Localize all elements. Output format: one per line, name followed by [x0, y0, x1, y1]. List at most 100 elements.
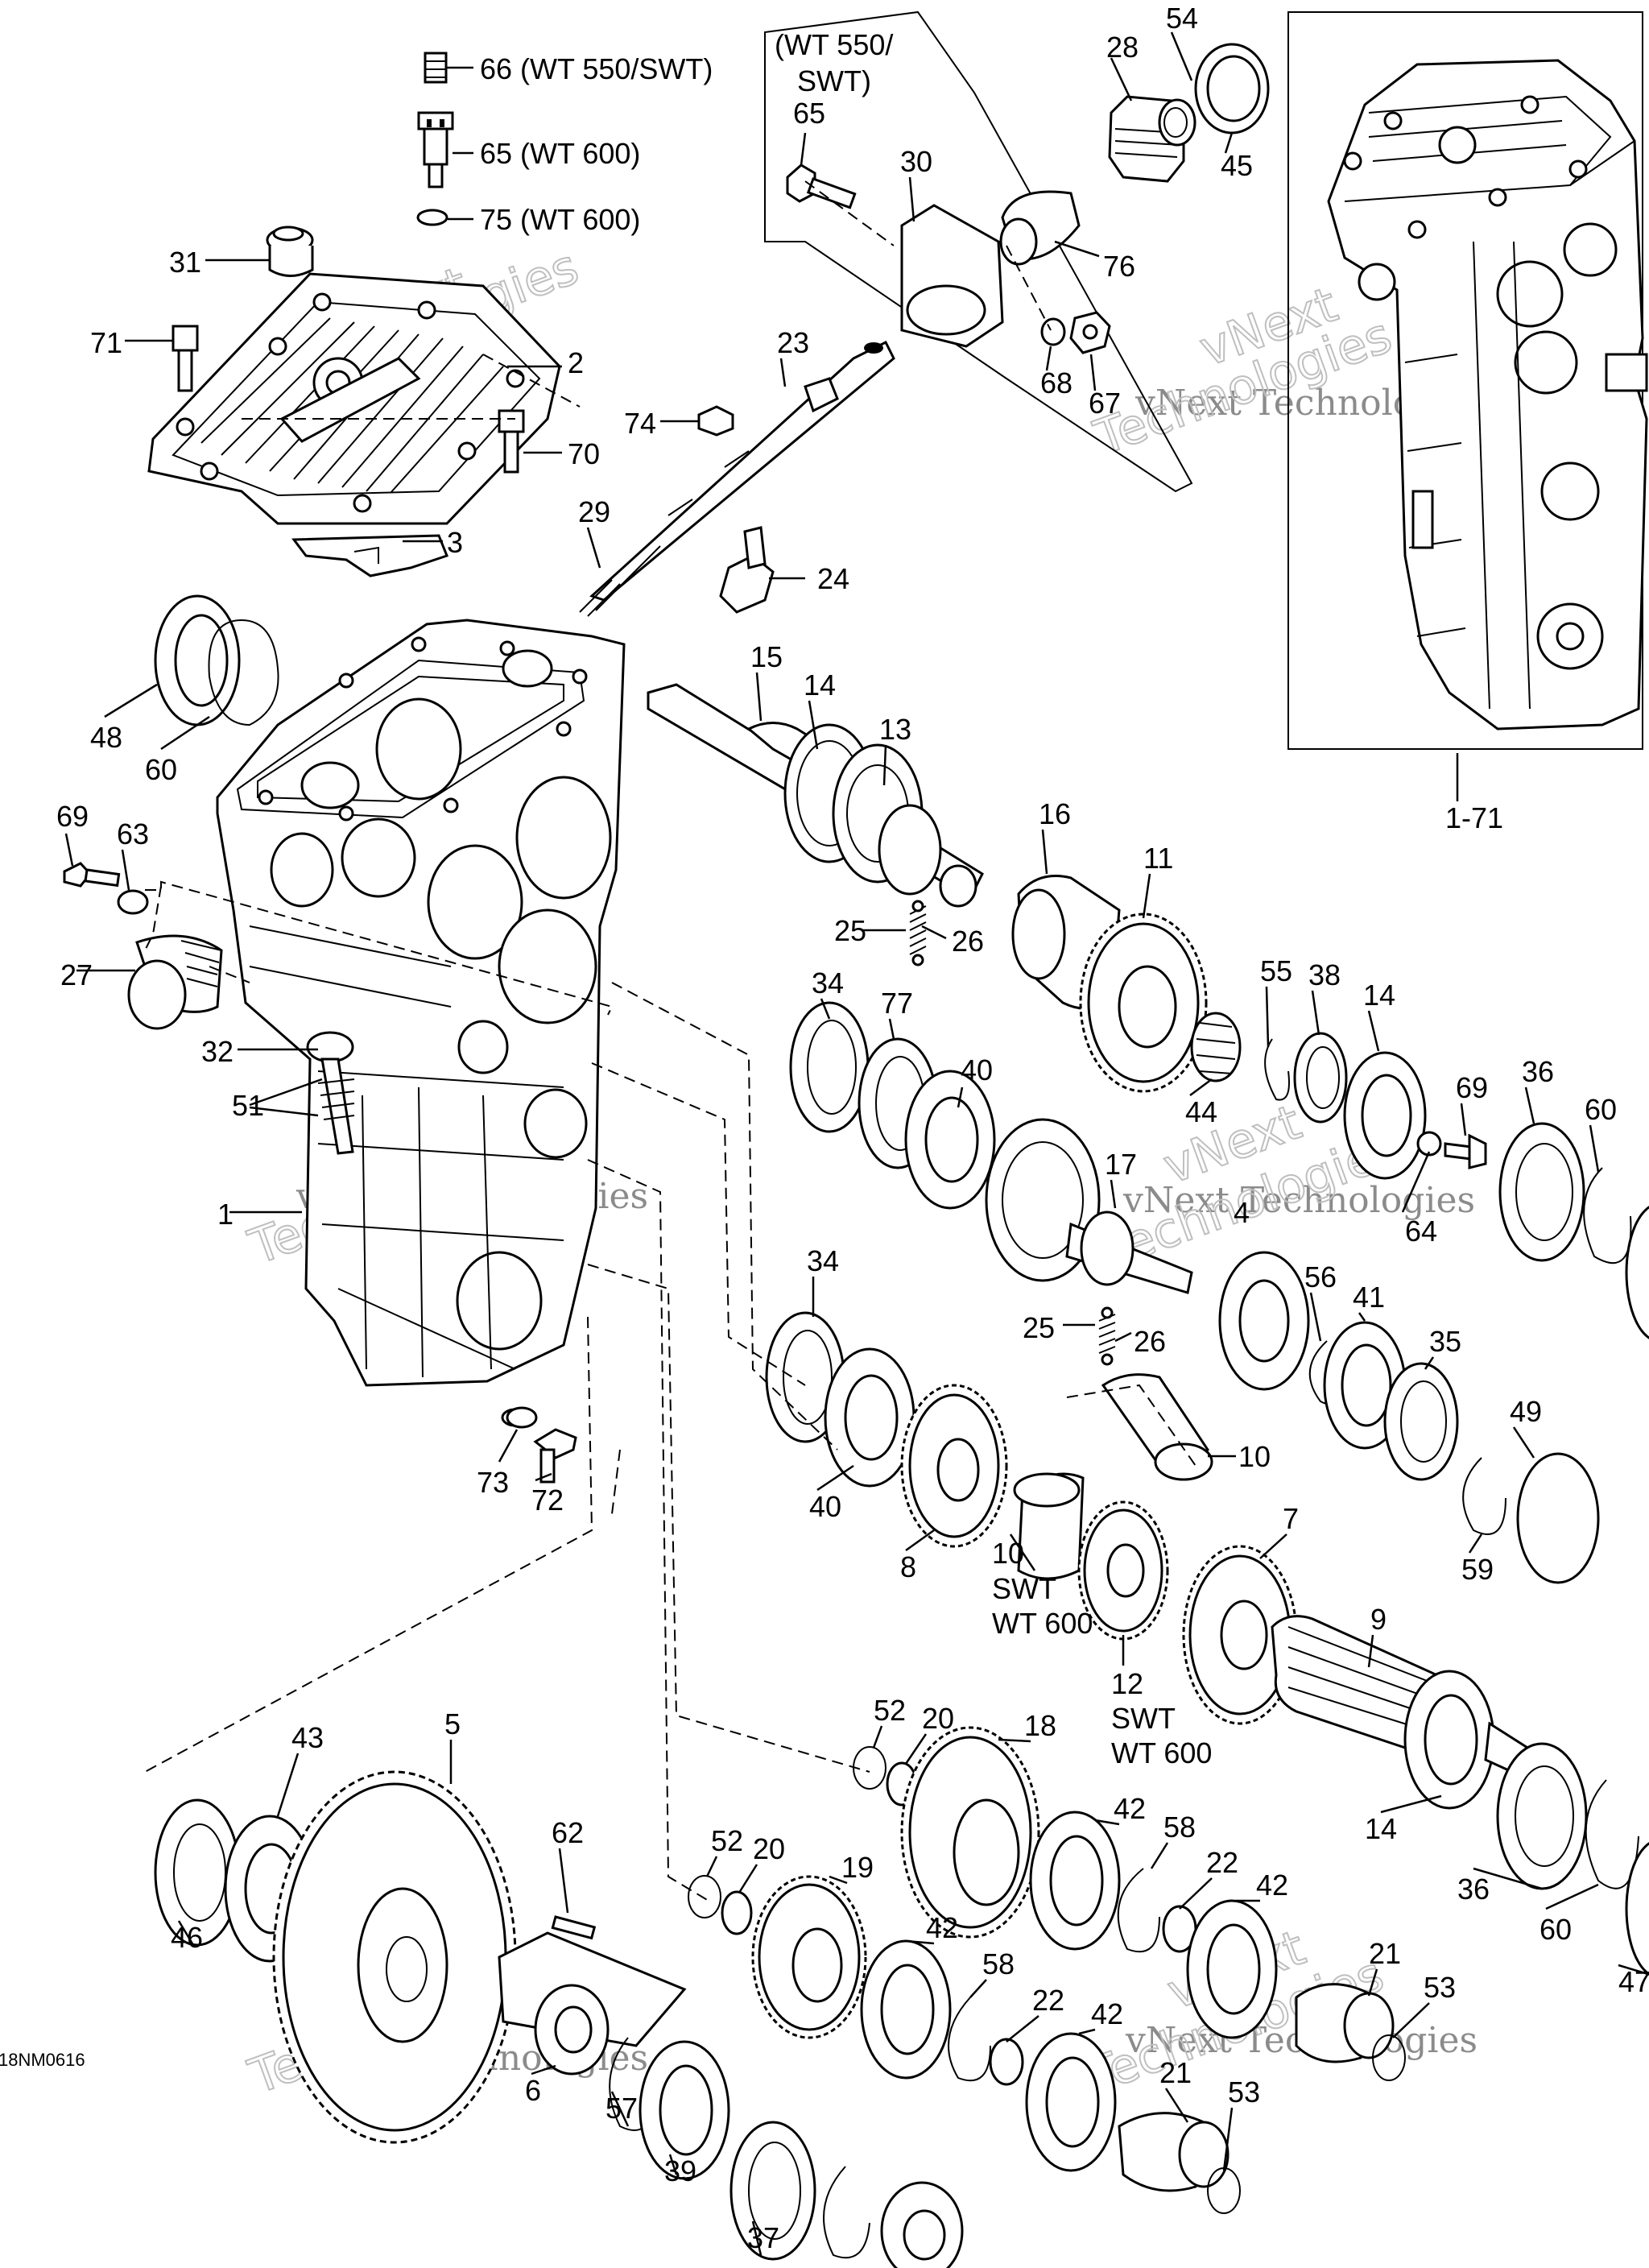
- callout-label-layer: 66 (WT 550/SWT)65 (WT 600)75 (WT 600)317…: [56, 2, 1649, 2254]
- callout-c35: 35: [1429, 1325, 1461, 1358]
- callout-c40b: 40: [809, 1490, 841, 1523]
- callout-c42c: 42: [926, 1911, 958, 1944]
- callout-c53b: 53: [1228, 2076, 1260, 2109]
- callout-c21b: 21: [1159, 2056, 1192, 2089]
- callout-c3: 3: [447, 526, 463, 559]
- shift-shaft-group: [579, 340, 895, 617]
- callout-c31: 31: [169, 246, 201, 279]
- callout-c28: 28: [1106, 31, 1139, 64]
- callout-c37: 37: [747, 2221, 779, 2254]
- callout-c8: 8: [900, 1550, 916, 1583]
- callout-c18: 18: [1024, 1709, 1056, 1742]
- callout-c74: 74: [624, 407, 656, 440]
- callout-c58a: 58: [1163, 1811, 1196, 1844]
- callout-c38: 38: [1308, 958, 1341, 991]
- callout-c1: 1: [217, 1198, 234, 1231]
- callout-c70: 70: [568, 437, 600, 470]
- callout-cwt550b: SWT): [797, 64, 871, 97]
- callout-c40a: 40: [961, 1053, 993, 1086]
- callout-c20a: 20: [922, 1702, 954, 1735]
- callout-c65b: 65: [793, 97, 825, 130]
- callout-c30: 30: [900, 145, 932, 178]
- callout-c10b: 10: [992, 1537, 1024, 1570]
- callout-c15: 15: [750, 640, 783, 673]
- top-right-fittings: [1108, 43, 1270, 183]
- callout-c59: 59: [1461, 1553, 1494, 1586]
- callout-c73: 73: [477, 1466, 509, 1499]
- callout-c10wt: WT 600: [992, 1607, 1093, 1640]
- callout-c47: 47: [1618, 1965, 1649, 1998]
- callout-c62: 62: [552, 1816, 584, 1849]
- callout-c26a: 26: [952, 925, 984, 958]
- assembly-centerlines: [144, 180, 1196, 1902]
- callout-c14a: 14: [804, 668, 836, 702]
- callout-c42d: 42: [1091, 1997, 1123, 2030]
- counter-shaft-group: [789, 1001, 1600, 1584]
- callout-c36b: 36: [1457, 1873, 1490, 1906]
- callout-c19: 19: [841, 1851, 874, 1884]
- output-shaft-group: [765, 1311, 1649, 1976]
- callout-c77: 77: [881, 987, 913, 1020]
- callout-c63: 63: [117, 817, 149, 850]
- callout-c66: 66 (WT 550/SWT): [480, 52, 713, 85]
- assembly-inset: [1287, 11, 1648, 750]
- callout-c49: 49: [1510, 1395, 1542, 1428]
- callout-c42a: 42: [1114, 1792, 1146, 1825]
- callout-c14c: 14: [1365, 1812, 1397, 1845]
- callout-c34b: 34: [807, 1244, 839, 1277]
- lower-gear-group: [688, 1726, 1406, 2214]
- callout-c41: 41: [1353, 1281, 1385, 1314]
- callout-c10swt: SWT: [992, 1572, 1056, 1605]
- callout-c43: 43: [291, 1721, 324, 1754]
- callout-c6: 6: [525, 2074, 541, 2107]
- top-cover-group: [147, 52, 561, 577]
- callout-c39: 39: [664, 2154, 696, 2187]
- callout-c29: 29: [578, 495, 610, 528]
- callout-c12swt: SWT: [1111, 1702, 1176, 1735]
- callout-c23: 23: [777, 326, 809, 359]
- callout-c24: 24: [817, 562, 849, 595]
- callout-c16: 16: [1039, 797, 1071, 830]
- callout-c54: 54: [1166, 2, 1198, 35]
- callout-c11: 11: [1143, 842, 1173, 875]
- callout-c60a: 60: [145, 753, 177, 786]
- callout-c60c: 60: [1539, 1913, 1572, 1946]
- diagram-code: 18NM0616: [0, 2050, 85, 2070]
- callout-c52b: 52: [711, 1824, 743, 1857]
- callout-c36a: 36: [1522, 1055, 1554, 1088]
- callout-c52a: 52: [874, 1694, 906, 1727]
- callout-c2: 2: [568, 346, 584, 379]
- callout-c46: 46: [171, 1921, 203, 1954]
- callout-c9: 9: [1370, 1603, 1387, 1636]
- callout-c10a: 10: [1238, 1440, 1271, 1473]
- callout-c55: 55: [1260, 954, 1292, 987]
- callout-c48: 48: [90, 721, 122, 754]
- callout-c51: 51: [232, 1089, 264, 1122]
- callout-c68: 68: [1040, 366, 1072, 399]
- callout-c45: 45: [1221, 149, 1253, 182]
- callout-c13: 13: [879, 713, 911, 746]
- callout-c67: 67: [1089, 387, 1121, 420]
- callout-c42b: 42: [1256, 1869, 1288, 1902]
- callout-c53a: 53: [1424, 1971, 1456, 2004]
- callout-c64: 64: [1405, 1215, 1437, 1248]
- callout-c17: 17: [1105, 1148, 1137, 1181]
- housing-fasteners: [63, 594, 577, 1484]
- callout-c60b: 60: [1585, 1093, 1617, 1126]
- input-shaft-group: [647, 683, 1649, 1339]
- callout-c65a: 65 (WT 600): [480, 137, 640, 170]
- callout-c25a: 25: [834, 914, 866, 947]
- callout-c25b: 25: [1023, 1311, 1055, 1344]
- callout-cwt550a: (WT 550/: [775, 28, 893, 61]
- callout-c72: 72: [531, 1484, 564, 1517]
- callout-c57: 57: [605, 2092, 638, 2125]
- callout-c27: 27: [60, 958, 93, 991]
- callout-c44: 44: [1185, 1095, 1217, 1128]
- callout-c32: 32: [201, 1035, 234, 1068]
- callout-c75: 75 (WT 600): [480, 203, 640, 236]
- callout-c7: 7: [1283, 1502, 1299, 1535]
- reduction-gear-group: [154, 1770, 964, 2268]
- callout-c22b: 22: [1032, 1984, 1064, 2017]
